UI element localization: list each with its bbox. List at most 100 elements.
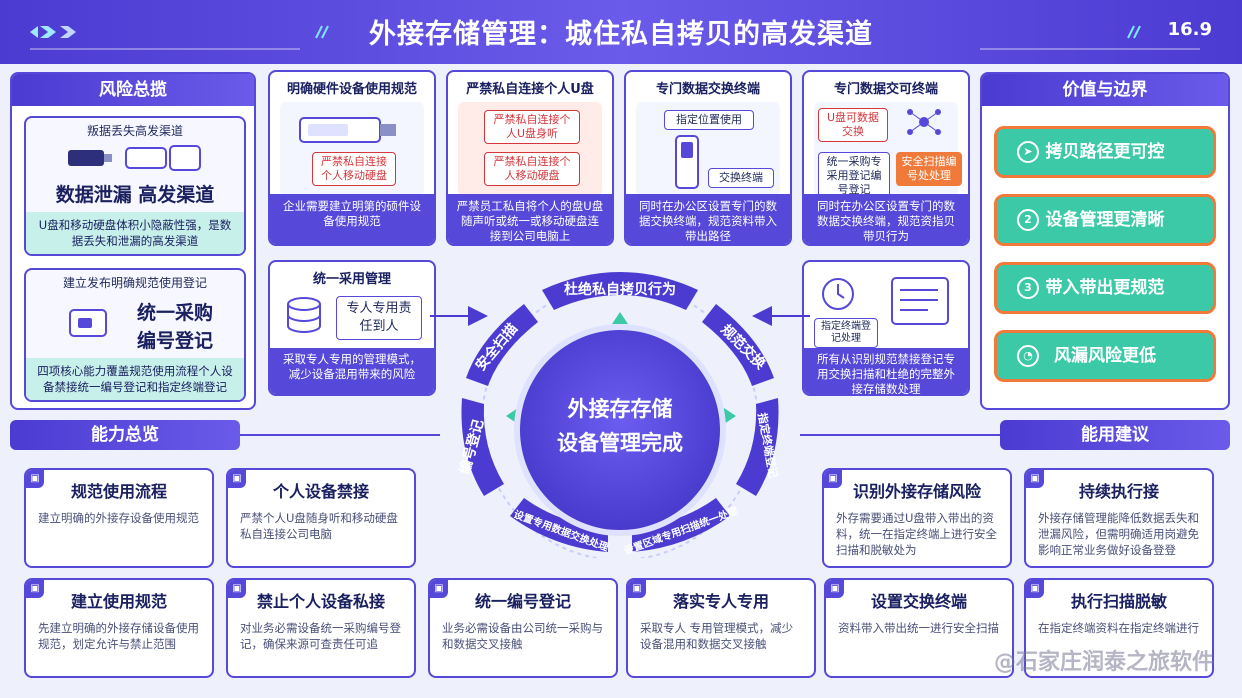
cycle-segment-right: 指定终端登记 xyxy=(736,398,781,496)
suggestions-line xyxy=(800,434,1000,436)
risk-card-leak-footer: U盘和移动硬盘体积小隐蔽性强，是数据丢失和泄漏的高发渠道 xyxy=(26,212,244,254)
top-card-illustration: 严禁私自连接个人移动硬盘 xyxy=(280,102,424,196)
arrow-up-icon xyxy=(612,312,628,324)
top-card-footer: 企业需要建立明第的硕件设备使用规范 xyxy=(270,194,434,244)
arrow-left-icon xyxy=(506,408,518,424)
top-card-label-terminal: 交换终端 xyxy=(708,168,774,188)
suggestion-card: ▣ 执行扫描脱敏 在指定终端资料在指定终端进行 xyxy=(1024,578,1214,678)
header-bar: 外接存储管理：城住私自拷贝的高发渠道 16.9 xyxy=(0,0,1242,64)
cycle-center-line1: 外接存存储 xyxy=(567,397,673,421)
device-register-icon xyxy=(69,309,107,337)
suggestion-desc: 外存需要通过U盘带入带出的资料，统一在指定终端上进行安全扫描和脱敏处为 xyxy=(836,511,997,557)
suggestion-card: ▣ 持续执行接 外接存储管理能降低数据丢失和泄漏风险，但需明确适用岗避免影响正常… xyxy=(1024,468,1214,568)
network-icon xyxy=(907,109,941,135)
capability-card: ▣ 禁止个人设备私接 对业务必需设备统一采购编号登记，确保来源可查责任可追 xyxy=(226,578,416,678)
capability-title: 禁止个人设备私接 xyxy=(256,592,385,611)
suggestion-title: 持续执行接 xyxy=(1078,482,1159,501)
top-card-illustration: 严禁私自连接个人U盘身听 严禁私自连接个人移动硬盘 xyxy=(458,102,602,196)
top-card-footer: 同时在办公区设置专门的数数据交换终端，规范资指贝带贝行为 xyxy=(804,194,968,244)
value-item-risk: ◔ 风漏风险更低 xyxy=(994,330,1216,382)
arrow-right-icon xyxy=(724,408,736,424)
card-tag-icon: ▣ xyxy=(430,580,448,598)
risk-card-register-line2: 编号登记 xyxy=(136,330,213,352)
capability-desc: 对业务必需设备统一采购编号登记，确保来源可查责任可追 xyxy=(240,621,401,651)
capability-desc: 业务必需设备由公司统一采购与和数据交叉接触 xyxy=(442,621,603,651)
side-card-unified-management: 统一采用管理 专人专用责任到人 采取专人专用的管理模式，减少设备混用带来的风险 xyxy=(268,260,436,396)
risk-card-leak: 叛据丢失高发渠道 数据泄漏 高发渠道 U盘和移动硬盘体积小隐蔽性强，是数据丢失和… xyxy=(24,116,246,256)
top-card-illustration: U盘可数据交换 统一采购专采用登记编号登记 安全扫描编号处处理 xyxy=(814,102,962,200)
top-card-exchange-terminal: 专门数据交换终端 指定位置使用 交换终端 同时在办公区设置专门的数据交换终端，规… xyxy=(624,70,792,246)
watermark: @石家庄润泰之旅软件 xyxy=(993,650,1214,675)
card-tag-icon: ▣ xyxy=(1026,580,1044,598)
suggestion-card: ▣ 设置交换终端 资料带入带出统一进行安全扫描 xyxy=(824,578,1014,678)
capability-desc: 严禁个人U盘随身听和移动硬盘私自连接公司电脑 xyxy=(240,511,398,541)
side-card-title: 统一采用管理 xyxy=(312,272,391,287)
top-card-label-register: 统一采购专采用登记编号登记 xyxy=(818,152,890,200)
capability-card: ▣ 规范使用流程 建立明确的外接存设备使用规范 xyxy=(24,468,214,568)
capability-title: 落实专人专用 xyxy=(672,592,769,611)
slash-deco-icon xyxy=(315,25,329,39)
capability-desc: 先建立明确的外接存储设备使用规范，划定允许与禁止范围 xyxy=(38,621,199,651)
card-tag-icon: ▣ xyxy=(628,580,646,598)
gauge-icon: ◔ xyxy=(1017,345,1039,367)
slash-deco-icon-right xyxy=(1127,25,1141,39)
top-card-title: 专门数据交可终端 xyxy=(833,82,938,97)
suggestion-title: 设置交换终端 xyxy=(870,592,967,611)
value-item-label: 风漏风险更低 xyxy=(1054,346,1156,366)
top-card-footer: 严禁员工私自将个人的盘U盘随声听或统一或移动硬盘连接到公司电脑上 xyxy=(448,194,612,244)
top-card-warning-badge-2: 严禁私自连接个人移动硬盘 xyxy=(484,152,580,186)
top-card-title: 严禁私自连接个人U盘 xyxy=(466,82,594,97)
risk-card-register-line1: 统一采购 xyxy=(136,302,213,324)
risk-card-leak-headline: 数据泄漏 高发渠道 xyxy=(55,184,215,206)
side-card-terminal-register: 指定终端登记处理 所有从识别规范禁接登记专用交换扫描和杜绝的完整外接存储数处理 xyxy=(802,260,970,396)
number-2-icon: 2 xyxy=(1017,209,1039,231)
terminal-device-icon xyxy=(675,135,699,189)
suggestion-desc: 资料带入带出统一进行安全扫描 xyxy=(838,621,999,635)
page-number: 16.9 xyxy=(1167,19,1212,40)
printer-terminal-icon xyxy=(891,277,949,325)
risk-overview-panel: 风险总揽 叛据丢失高发渠道 数据泄漏 高发渠道 U盘和移动硬盘体积小隐蔽性强，是… xyxy=(10,72,256,410)
side-card-footer: 采取专人专用的管理模式，减少设备混用带来的风险 xyxy=(270,348,434,394)
suggestion-title: 识别外接存储风险 xyxy=(852,482,981,501)
suggestion-card: ▣ 识别外接存储风险 外存需要通过U盘带入带出的资料，统一在指定终端上进行安全扫… xyxy=(822,468,1012,568)
top-card-scan-badge: 安全扫描编号处处理 xyxy=(896,152,962,186)
capability-title: 规范使用流程 xyxy=(70,482,167,501)
capability-card: ▣ 个人设备禁接 严禁个人U盘随身听和移动硬盘私自连接公司电脑 xyxy=(226,468,416,568)
card-tag-icon: ▣ xyxy=(26,580,44,598)
top-card-footer: 同时在办公区设置专门的数据交换终端，规范资料带入带出路径 xyxy=(626,194,790,244)
cycle-center-line2: 设备管理完成 xyxy=(557,431,683,455)
database-icon xyxy=(287,297,321,333)
suggestion-desc: 在指定终端资料在指定终端进行 xyxy=(1038,621,1199,635)
risk-card-register-footer: 四项核心能力覆盖规范使用流程个人设备禁接统一编号登记和指定终端登记 xyxy=(26,358,244,400)
capability-card: ▣ 建立使用规范 先建立明确的外接存储设备使用规范，划定允许与禁止范围 xyxy=(24,578,214,678)
capability-card: ▣ 统一编号登记 业务必需设备由公司统一采购与和数据交叉接触 xyxy=(428,578,618,678)
cycle-segment-left: 编号登记 xyxy=(456,398,504,496)
send-icon: ➤ xyxy=(1017,141,1039,163)
top-card-warning-badge: 严禁私自连接个人移动硬盘 xyxy=(312,152,396,186)
card-tag-icon: ▣ xyxy=(824,470,842,488)
card-tag-icon: ▣ xyxy=(1026,470,1044,488)
value-item-label: 设备管理更清晰 xyxy=(1045,210,1165,230)
card-tag-icon: ▣ xyxy=(228,580,246,598)
suggestion-desc: 外接存储管理能降低数据丢失和泄漏风险，但需明确适用岗避免影响正常业务做好设备登登 xyxy=(1038,511,1199,557)
page-title: 外接存储管理：城住私自拷贝的高发渠道 xyxy=(369,19,873,50)
top-card-no-usb: 严禁私自连接个人U盘 严禁私自连接个人U盘身听 严禁私自连接个人移动硬盘 严禁员… xyxy=(446,70,614,246)
risk-card-register: 建立发布明确规范使用登记 统一采购 编号登记 四项核心能力覆盖规范使用流程个人设… xyxy=(24,268,246,402)
capability-desc: 采取专人 专用管理模式，减少设备混用和数据交叉接触 xyxy=(640,621,794,651)
refresh-icon xyxy=(822,278,854,310)
chevron-deco-icon xyxy=(30,26,76,38)
capability-title: 统一编号登记 xyxy=(474,592,571,611)
value-boundary-title: 价值与边界 xyxy=(982,74,1228,106)
top-card-label-usb: U盘可数据交换 xyxy=(818,108,888,142)
value-item-in-out: 3 带入带出更规范 xyxy=(994,262,1216,314)
suggestions-title: 能用建议 xyxy=(1000,420,1230,450)
capability-title: 建立使用规范 xyxy=(70,592,167,611)
card-tag-icon: ▣ xyxy=(26,470,44,488)
side-card-label: 指定终端登记处理 xyxy=(814,318,878,348)
value-item-label: 带入带出更规范 xyxy=(1045,278,1165,298)
card-tag-icon: ▣ xyxy=(228,470,246,488)
capability-card: ▣ 落实专人专用 采取专人 专用管理模式，减少设备混用和数据交叉接触 xyxy=(626,578,816,678)
usb-stick-icon xyxy=(299,117,396,143)
top-card-label-location: 指定位置使用 xyxy=(664,110,754,130)
capability-desc: 建立明确的外接存设备使用规范 xyxy=(38,511,199,525)
